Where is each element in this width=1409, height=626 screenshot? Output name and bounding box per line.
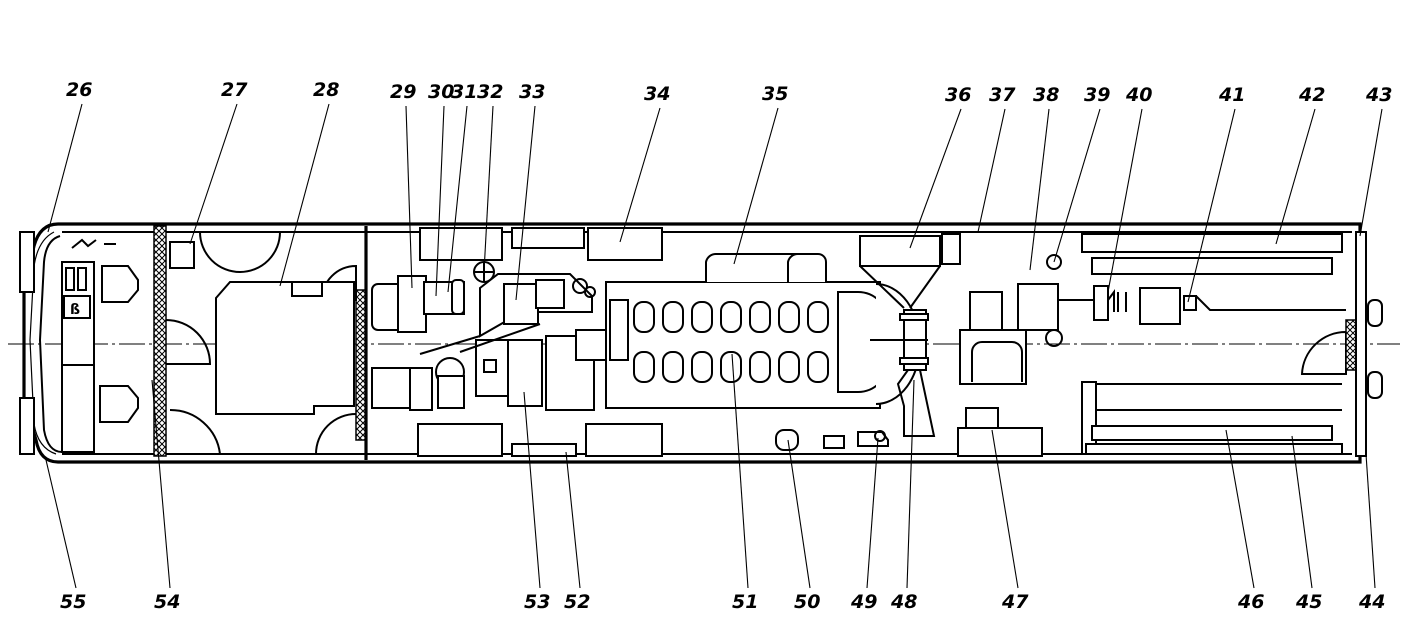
bulkhead-54 xyxy=(153,225,167,457)
callout-label-47: 47 xyxy=(1001,591,1029,613)
cylinder xyxy=(778,351,800,383)
cylinder xyxy=(749,301,771,333)
driver-seat-right xyxy=(99,385,139,423)
cylinder xyxy=(633,351,655,383)
cylinder xyxy=(633,301,655,333)
leader-line-45 xyxy=(1291,435,1313,589)
leader-line-43 xyxy=(1359,108,1383,237)
callout-label-54: 54 xyxy=(154,591,180,613)
auxiliary-machines xyxy=(371,261,495,411)
cylinder xyxy=(720,351,742,383)
callout-label-35: 35 xyxy=(762,83,788,105)
callout-label-31: 31 xyxy=(451,81,477,103)
callout-label-39: 39 xyxy=(1084,84,1110,106)
leader-line-28 xyxy=(279,103,330,287)
leader-line-44 xyxy=(1365,453,1376,589)
callout-label-46: 46 xyxy=(1237,591,1264,613)
callout-label-41: 41 xyxy=(1218,84,1245,106)
callout-label-50: 50 xyxy=(794,591,820,613)
cylinder xyxy=(807,301,829,333)
callout-label-49: 49 xyxy=(850,591,877,613)
callout-label-44: 44 xyxy=(1358,591,1385,613)
leader-line-27 xyxy=(189,103,238,245)
callout-label-52: 52 xyxy=(564,591,590,613)
leader-line-49 xyxy=(866,437,879,589)
leader-line-54 xyxy=(151,379,171,589)
cylinder xyxy=(778,301,800,333)
driver-seat-left xyxy=(101,265,139,303)
callout-label-55: 55 xyxy=(60,591,86,613)
callout-label-53: 53 xyxy=(524,591,550,613)
leader-line-53 xyxy=(523,391,541,589)
leader-line-41 xyxy=(1187,108,1236,303)
leader-line-51 xyxy=(731,353,749,589)
callout-label-37: 37 xyxy=(989,84,1016,106)
callout-label-27: 27 xyxy=(221,79,248,101)
callout-label-38: 38 xyxy=(1033,84,1059,106)
callout-label-32: 32 xyxy=(477,81,503,103)
leader-line-39 xyxy=(1053,108,1101,263)
diesel-engine xyxy=(605,252,921,409)
leader-line-47 xyxy=(991,429,1019,589)
leader-lines xyxy=(45,103,1383,589)
side-panels xyxy=(417,227,1043,457)
leader-line-33 xyxy=(515,105,536,301)
callout-label-33: 33 xyxy=(519,81,545,103)
leader-line-37 xyxy=(977,108,1006,233)
callout-label-43: 43 xyxy=(1365,84,1392,106)
equipment-28 xyxy=(215,281,355,415)
leader-line-55 xyxy=(45,459,77,589)
callout-label-40: 40 xyxy=(1125,84,1152,106)
callout-label-28: 28 xyxy=(313,79,339,101)
leader-line-46 xyxy=(1225,429,1255,589)
car-body-outline xyxy=(19,222,1362,464)
callout-label-34: 34 xyxy=(644,83,670,105)
cylinder xyxy=(662,351,684,383)
callout-label-36: 36 xyxy=(945,84,971,106)
callout-label-42: 42 xyxy=(1298,84,1325,106)
callout-label-45: 45 xyxy=(1295,591,1322,613)
leader-line-35 xyxy=(733,107,779,265)
callout-label-48: 48 xyxy=(890,591,917,613)
cylinder xyxy=(691,351,713,383)
engine-cylinders xyxy=(633,301,829,383)
leader-line-29 xyxy=(405,105,413,289)
cab-panel-marking: ß xyxy=(70,302,80,318)
coupling-and-hood xyxy=(859,233,961,437)
leader-line-30 xyxy=(435,105,445,297)
leader-line-32 xyxy=(483,105,494,273)
underfloor-items xyxy=(775,429,889,451)
rear-aux-equipment xyxy=(959,254,1346,385)
callout-label-29: 29 xyxy=(390,81,416,103)
auxiliary-compartment xyxy=(165,231,357,455)
resistor-banks xyxy=(1081,233,1343,455)
cylinder xyxy=(720,301,742,333)
leader-line-42 xyxy=(1275,108,1316,245)
cylinder xyxy=(749,351,771,383)
cylinder xyxy=(691,301,713,333)
leader-line-52 xyxy=(565,451,581,589)
callout-label-30: 30 xyxy=(428,81,454,103)
cab: ß xyxy=(61,238,139,453)
cylinder xyxy=(807,351,829,383)
rear-end xyxy=(1300,231,1383,457)
leader-line-40 xyxy=(1107,108,1143,293)
leader-line-36 xyxy=(909,108,962,249)
traction-generator xyxy=(459,273,607,411)
leader-line-34 xyxy=(619,107,661,243)
callout-label-26: 26 xyxy=(66,79,92,101)
leader-line-38 xyxy=(1029,108,1050,271)
leader-line-31 xyxy=(447,105,468,293)
cylinder xyxy=(662,301,684,333)
leader-line-50 xyxy=(787,439,811,589)
leader-line-48 xyxy=(906,379,915,589)
callout-label-51: 51 xyxy=(732,591,758,613)
leader-line-26 xyxy=(47,103,83,233)
